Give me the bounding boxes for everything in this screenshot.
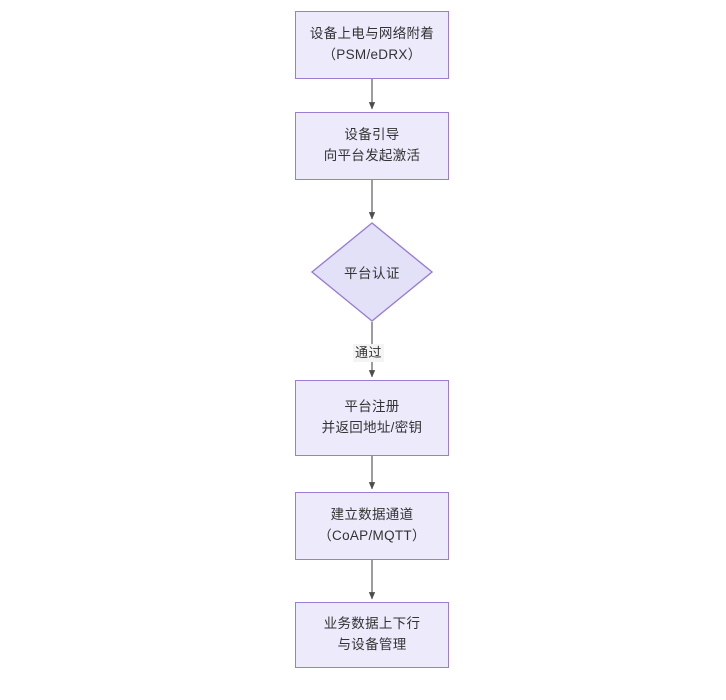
node-label-line2: （CoAP/MQTT） (318, 528, 426, 543)
node-label-line2: 并返回地址/密钥 (321, 420, 423, 435)
node-label-line1: 业务数据上下行 (323, 616, 421, 632)
node-label-line1: 平台认证 (344, 266, 400, 281)
node-label-line2: （PSM/eDRX） (322, 47, 422, 62)
node-platform-registration[interactable]: 平台注册 并返回地址/密钥 (295, 380, 449, 456)
diamond-shape (311, 222, 433, 322)
node-label-line1: 设备引导 (344, 127, 400, 143)
edge-label-pass: 通过 (353, 344, 385, 363)
node-label-line1: 设备上电与网络附着 (309, 26, 435, 42)
node-data-channel[interactable]: 建立数据通道 （CoAP/MQTT） (295, 492, 449, 560)
node-device-power-on[interactable]: 设备上电与网络附着 （PSM/eDRX） (295, 11, 449, 79)
node-device-bootstrap[interactable]: 设备引导 向平台发起激活 (295, 112, 449, 180)
node-label-line1: 建立数据通道 (330, 507, 414, 523)
node-platform-authentication[interactable]: 平台认证 (311, 222, 433, 322)
node-label-line1: 平台注册 (344, 399, 400, 415)
node-business-data-and-device-management[interactable]: 业务数据上下行 与设备管理 (295, 602, 449, 668)
node-label-line2: 向平台发起激活 (323, 148, 421, 163)
node-label-line2: 与设备管理 (337, 637, 407, 652)
